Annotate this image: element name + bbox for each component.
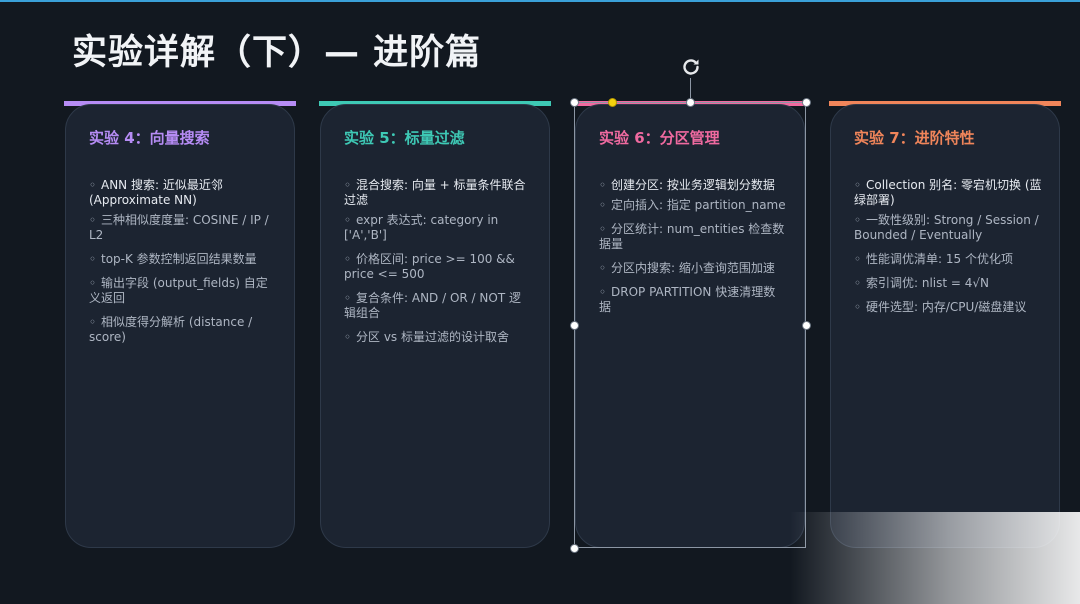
list-item: 分区 vs 标量过滤的设计取舍 xyxy=(344,330,532,345)
card-title: 实验 6：分区管理 xyxy=(599,129,720,147)
card-title: 实验 7：进阶特性 xyxy=(854,129,975,147)
card-experiment-5[interactable]: 实验 5：标量过滤 混合搜索: 向量 + 标量条件联合过滤 expr 表达式: … xyxy=(320,104,550,548)
card-experiment-4[interactable]: 实验 4：向量搜索 ANN 搜索: 近似最近邻 (Approximate NN)… xyxy=(65,104,295,548)
rotate-icon[interactable] xyxy=(679,55,703,79)
list-item: 硬件选型: 内存/CPU/磁盘建议 xyxy=(854,300,1042,315)
rotation-handle-stem xyxy=(690,78,691,102)
resize-handle-right[interactable] xyxy=(802,321,811,330)
list-item: 索引调优: nlist = 4√N xyxy=(854,276,1042,291)
list-item: 一致性级别: Strong / Session / Bounded / Even… xyxy=(854,213,1042,243)
resize-handle-left[interactable] xyxy=(570,321,579,330)
list-item: 复合条件: AND / OR / NOT 逻辑组合 xyxy=(344,291,532,321)
resize-handle-top-right[interactable] xyxy=(802,98,811,107)
resize-handle-bottom-left[interactable] xyxy=(570,544,579,553)
list-item: DROP PARTITION 快速清理数据 xyxy=(599,285,787,315)
list-item: 分区内搜索: 缩小查询范围加速 xyxy=(599,261,787,276)
list-item: 混合搜索: 向量 + 标量条件联合过滤 xyxy=(344,178,532,208)
list-item: ANN 搜索: 近似最近邻 (Approximate NN) xyxy=(89,178,277,208)
list-item: 价格区间: price >= 100 && price <= 500 xyxy=(344,252,532,282)
list-item: expr 表达式: category in ['A','B'] xyxy=(344,213,532,243)
list-item: top-K 参数控制返回结果数量 xyxy=(89,252,277,267)
card-accent-bar-1 xyxy=(64,101,296,106)
list-item: 输出字段 (output_fields) 自定义返回 xyxy=(89,276,277,306)
card-experiment-6[interactable]: 实验 6：分区管理 创建分区: 按业务逻辑划分数据 定向插入: 指定 parti… xyxy=(575,104,805,548)
card-item-list: Collection 别名: 零宕机切换 (蓝绿部署) 一致性级别: Stron… xyxy=(854,178,1042,324)
card-item-list: 创建分区: 按业务逻辑划分数据 定向插入: 指定 partition_name … xyxy=(599,178,787,324)
card-item-list: 混合搜索: 向量 + 标量条件联合过滤 expr 表达式: category i… xyxy=(344,178,532,354)
list-item: 性能调优清单: 15 个优化项 xyxy=(854,252,1042,267)
resize-handle-top[interactable] xyxy=(686,98,695,107)
card-accent-bar-2 xyxy=(319,101,551,106)
slide-title[interactable]: 实验详解（下）— 进阶篇 xyxy=(72,33,482,73)
adjust-handle-yellow[interactable] xyxy=(608,98,617,107)
card-title: 实验 4：向量搜索 xyxy=(89,129,210,147)
list-item: 分区统计: num_entities 检查数据量 xyxy=(599,222,787,252)
list-item: 三种相似度度量: COSINE / IP / L2 xyxy=(89,213,277,243)
list-item: Collection 别名: 零宕机切换 (蓝绿部署) xyxy=(854,178,1042,208)
list-item: 相似度得分解析 (distance / score) xyxy=(89,315,277,345)
list-item: 定向插入: 指定 partition_name xyxy=(599,198,787,213)
top-accent-line xyxy=(0,0,1080,2)
card-title: 实验 5：标量过滤 xyxy=(344,129,465,147)
card-experiment-7[interactable]: 实验 7：进阶特性 Collection 别名: 零宕机切换 (蓝绿部署) 一致… xyxy=(830,104,1060,548)
card-item-list: ANN 搜索: 近似最近邻 (Approximate NN) 三种相似度度量: … xyxy=(89,178,277,354)
card-accent-bar-4 xyxy=(829,101,1061,106)
resize-handle-top-left[interactable] xyxy=(570,98,579,107)
list-item: 创建分区: 按业务逻辑划分数据 xyxy=(599,178,787,193)
